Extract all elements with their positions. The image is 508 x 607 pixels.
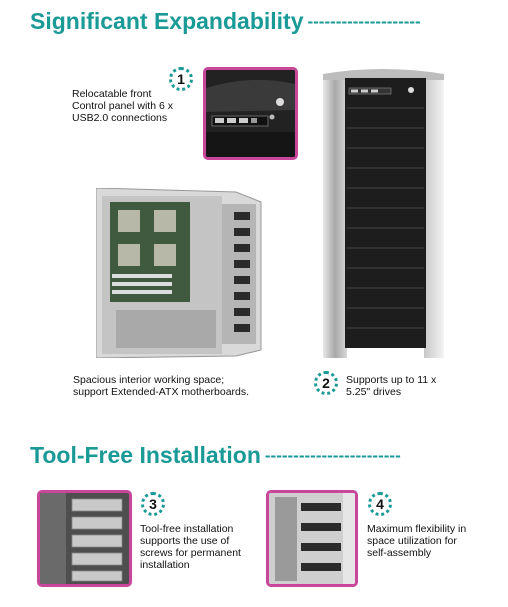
feature-2-badge: 2 [314, 371, 338, 395]
feature-4-badge: 4 [368, 492, 392, 516]
caption-line: 5.25" drives [346, 386, 402, 398]
feature-1-caption: Relocatable front Control panel with 6 x… [72, 88, 173, 124]
section-title: Significant Expandability [30, 8, 304, 34]
badge-number: 3 [149, 496, 157, 512]
caption-line: Tool-free installation [140, 523, 234, 535]
drive-cage-illustration [269, 493, 355, 584]
feature-1-badge: 1 [169, 67, 193, 91]
drive-bay-photo [37, 490, 132, 587]
badge-number: 2 [322, 375, 330, 391]
caption-line: Control panel with 6 x [72, 100, 173, 112]
caption-line: Spacious interior working space; [73, 374, 225, 386]
section-heading-expandability: Significant Expandability --------------… [30, 8, 421, 35]
heading-dashes: ------------------------ [264, 445, 401, 465]
caption-line: Relocatable front [72, 88, 152, 100]
caption-line: screws for permanent [140, 547, 241, 559]
caption-line: self-assembly [367, 547, 432, 559]
badge-number: 1 [177, 71, 185, 87]
tower-illustration [323, 69, 444, 358]
badge-number: 4 [376, 496, 384, 512]
front-panel-illustration [206, 70, 295, 157]
feature-2-caption: Supports up to 11 x 5.25" drives [346, 374, 436, 398]
feature-3-caption: Tool-free installation supports the use … [140, 523, 241, 571]
feature-3-badge: 3 [141, 492, 165, 516]
interior-caption: Spacious interior working space; support… [73, 374, 249, 398]
tower-photo [323, 68, 444, 358]
interior-illustration [95, 187, 262, 359]
section-title: Tool-Free Installation [30, 442, 261, 468]
drive-cage-photo [266, 490, 358, 587]
feature-4-caption: Maximum flexibility in space utilization… [367, 523, 466, 559]
interior-photo [95, 187, 266, 359]
caption-line: Supports up to 11 x [346, 374, 437, 386]
caption-line: space utilization for [367, 535, 457, 547]
drive-bay-illustration [40, 493, 129, 584]
caption-line: USB2.0 connections [72, 112, 168, 124]
caption-line: installation [140, 559, 190, 571]
caption-line: support Extended-ATX motherboards. [73, 386, 250, 398]
front-panel-photo [203, 67, 298, 160]
caption-line: supports the use of [140, 535, 230, 547]
section-heading-tool-free: Tool-Free Installation -----------------… [30, 442, 401, 469]
caption-line: Maximum flexibility in [367, 523, 467, 535]
heading-dashes: -------------------- [307, 11, 421, 31]
